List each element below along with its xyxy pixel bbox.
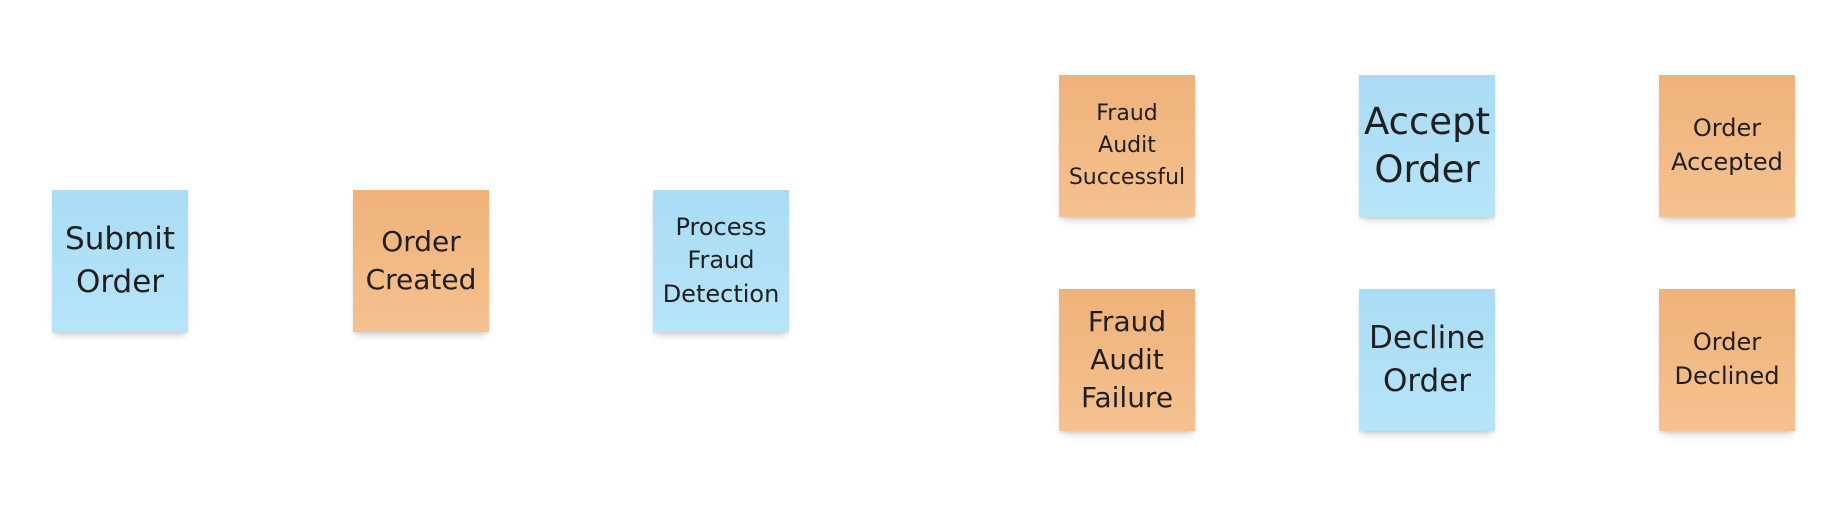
sticky-process-fraud-detection[interactable]: Process Fraud Detection	[653, 190, 789, 332]
sticky-text: Order Created	[365, 225, 477, 296]
sticky-text: Fraud Audit Failure	[1080, 305, 1174, 414]
sticky-text: Submit Order	[65, 220, 175, 300]
sticky-text: Accept Order	[1363, 99, 1491, 191]
sticky-accept-order[interactable]: Accept Order	[1359, 75, 1495, 217]
sticky-text: Process Fraud Detection	[662, 212, 780, 308]
sticky-text: Decline Order	[1369, 319, 1485, 399]
sticky-order-accepted[interactable]: Order Accepted	[1659, 75, 1795, 217]
sticky-text: Fraud Audit Successful	[1068, 101, 1186, 190]
sticky-submit-order[interactable]: Submit Order	[52, 190, 188, 332]
sticky-decline-order[interactable]: Decline Order	[1359, 289, 1495, 431]
sticky-text: Order Accepted	[1671, 114, 1783, 176]
sticky-order-created[interactable]: Order Created	[353, 190, 489, 332]
sticky-fraud-audit-successful[interactable]: Fraud Audit Successful	[1059, 75, 1195, 217]
sticky-text: Order Declined	[1674, 328, 1780, 390]
sticky-order-declined[interactable]: Order Declined	[1659, 289, 1795, 431]
sticky-fraud-audit-failure[interactable]: Fraud Audit Failure	[1059, 289, 1195, 431]
